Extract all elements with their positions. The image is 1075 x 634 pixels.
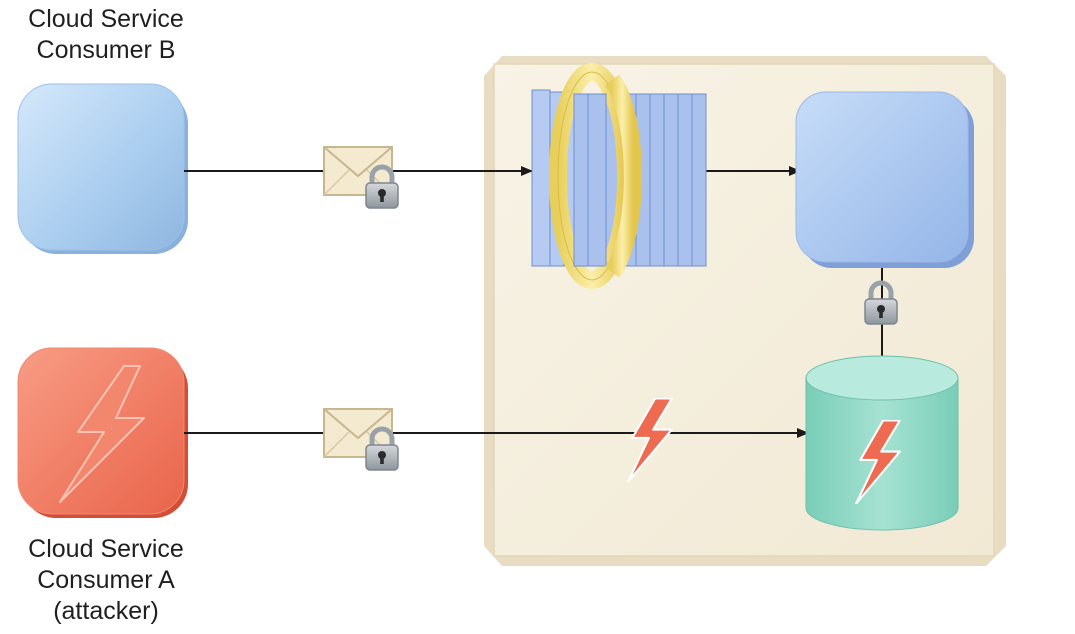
consumer-a-label-line1: Cloud Service — [28, 535, 184, 563]
cloud-service-box — [795, 91, 974, 268]
service-gateway-icon — [531, 63, 707, 289]
consumer-b-box — [17, 83, 188, 254]
consumer-b-label-line2: Consumer B — [36, 36, 176, 64]
consumer-a-label-line3: (attacker) — [53, 597, 159, 625]
consumer-a-bolt-icon — [59, 365, 145, 503]
consumer-a-label: Cloud Service Consumer A (attacker) — [0, 534, 212, 627]
consumer-b-label-line1: Cloud Service — [28, 5, 184, 33]
consumer-a-box — [17, 347, 188, 518]
consumer-b-label: Cloud Service Consumer B — [0, 4, 212, 66]
database-cylinder-icon — [805, 355, 959, 531]
consumer-a-label-line2: Consumer A — [37, 566, 175, 594]
